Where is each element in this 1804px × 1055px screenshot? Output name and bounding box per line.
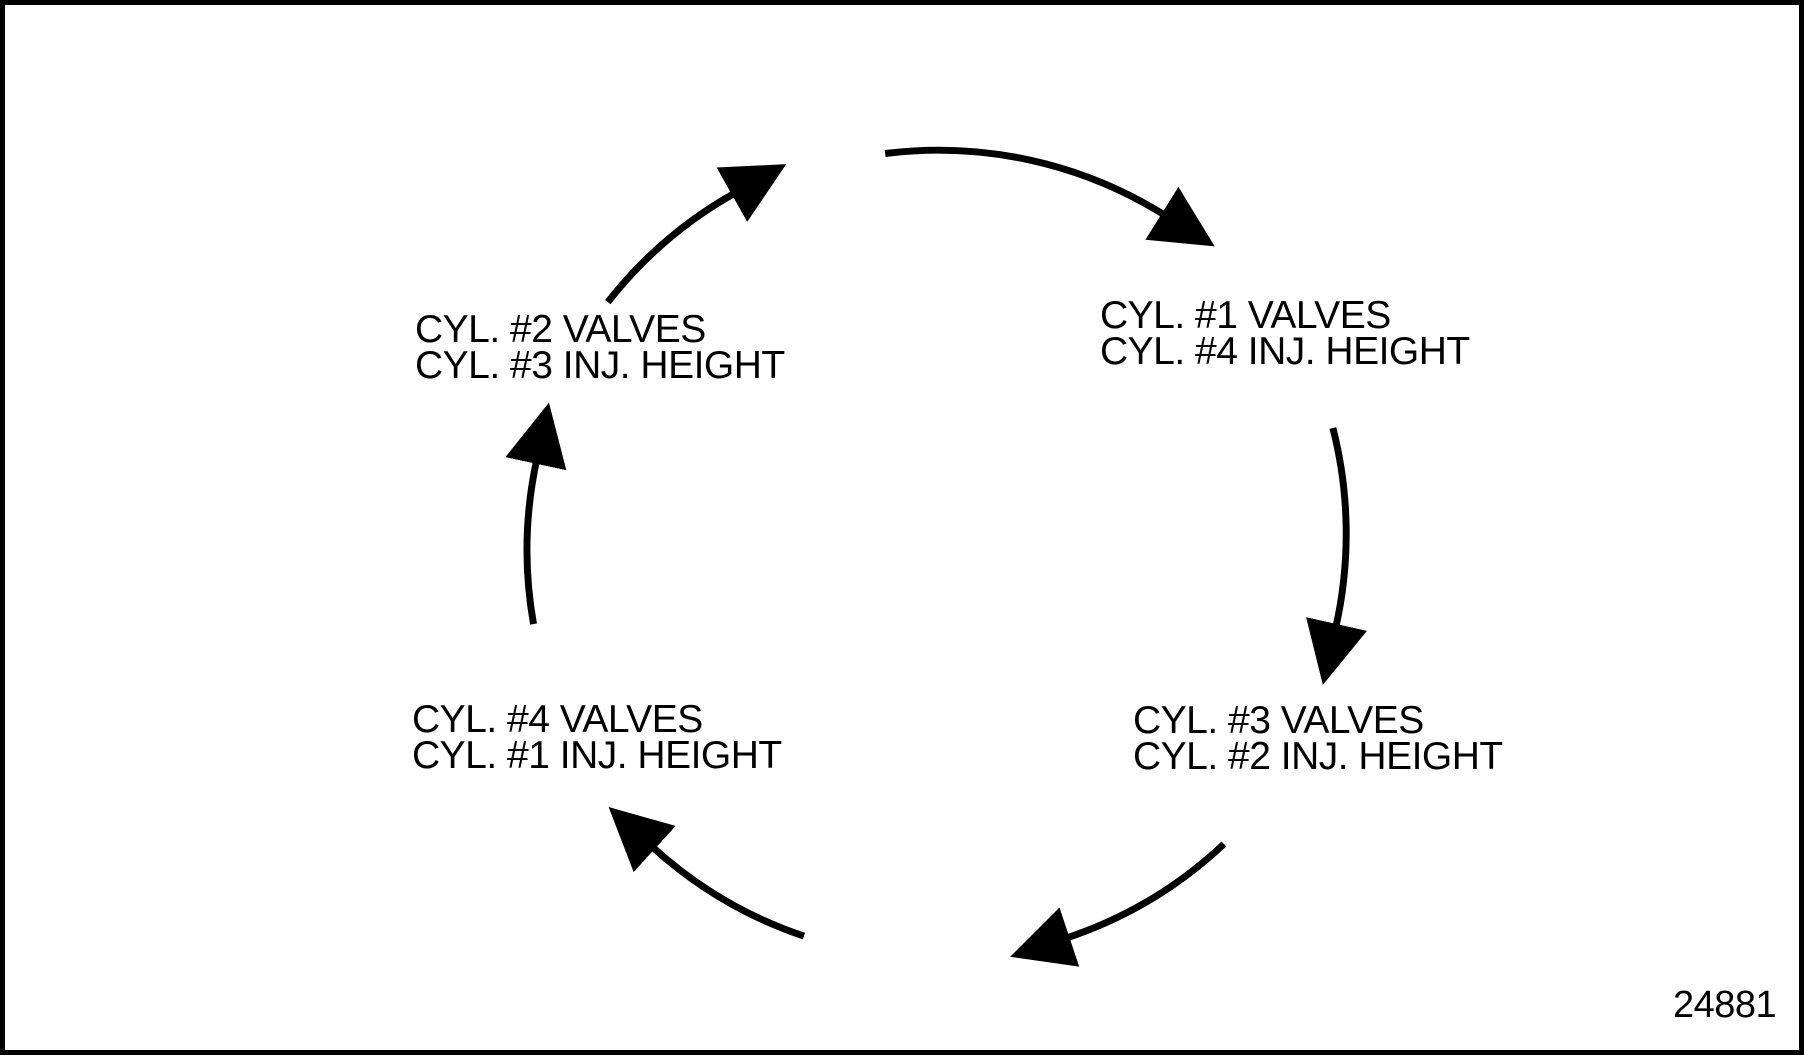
cycle-arrows xyxy=(505,146,1367,967)
step-label-line2: CYL. #2 INJ. HEIGHT xyxy=(1133,735,1503,778)
cycle-arc-top-icon xyxy=(884,146,1215,247)
step-label-line2: CYL. #1 INJ. HEIGHT xyxy=(412,734,782,777)
step-label-top-left: CYL. #2 VALVES CYL. #3 INJ. HEIGHT xyxy=(415,308,785,387)
step-label-bottom-right: CYL. #3 VALVES CYL. #2 INJ. HEIGHT xyxy=(1133,699,1503,778)
cycle-arc-top-left-icon xyxy=(605,164,787,305)
step-label-line1: CYL. #3 VALVES xyxy=(1133,699,1424,742)
step-label-top-right: CYL. #1 VALVES CYL. #4 INJ. HEIGHT xyxy=(1100,294,1470,373)
step-label-line1: CYL. #1 VALVES xyxy=(1100,294,1391,337)
step-label-line1: CYL. #2 VALVES xyxy=(415,308,706,351)
step-label-line2: CYL. #3 INJ. HEIGHT xyxy=(415,344,785,387)
cycle-arc-bottom-right-icon xyxy=(1010,841,1227,967)
step-label-bottom-left: CYL. #4 VALVES CYL. #1 INJ. HEIGHT xyxy=(412,698,782,777)
cycle-arc-bottom-left-icon xyxy=(608,806,806,940)
step-label-line2: CYL. #4 INJ. HEIGHT xyxy=(1100,330,1470,373)
cycle-arc-right-icon xyxy=(1306,427,1367,685)
cycle-arc-left-icon xyxy=(505,402,567,625)
figure-number: 24881 xyxy=(1673,984,1777,1026)
step-label-line1: CYL. #4 VALVES xyxy=(412,698,703,741)
